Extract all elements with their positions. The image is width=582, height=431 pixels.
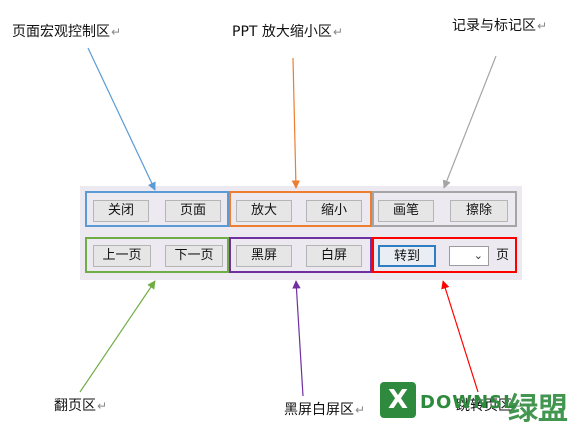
label-zoom: PPT 放大缩小区↵ (232, 24, 343, 40)
label-page-control: 页面宏观控制区↵ (12, 24, 121, 40)
label-annotate: 记录与标记区↵ (452, 18, 547, 34)
return-mark: ↵ (97, 399, 108, 413)
zone-screen (229, 237, 372, 273)
erase-button[interactable]: 擦除 (450, 200, 508, 222)
goto-page-select[interactable]: ⌄ (449, 246, 489, 266)
zone-goto (372, 237, 517, 273)
watermark-cn: 绿盟 (508, 392, 568, 427)
return-mark: ↵ (513, 399, 524, 413)
zone-page-control (85, 191, 229, 227)
black-screen-button[interactable]: 黑屏 (236, 245, 292, 267)
return-mark: ↵ (332, 25, 343, 39)
arrow-screen (292, 280, 304, 397)
pen-button[interactable]: 画笔 (378, 200, 434, 222)
arrow-annotate (442, 55, 497, 189)
label-screen: 黑屏白屏区↵ (284, 402, 365, 418)
label-annotate-text: 记录与标记区 (452, 18, 536, 34)
label-screen-text: 黑屏白屏区 (284, 402, 354, 418)
return-mark: ↵ (355, 403, 366, 417)
arrow-turn (79, 280, 156, 393)
goto-page-unit: 页 (496, 248, 510, 263)
return-mark: ↵ (111, 25, 122, 39)
return-mark: ↵ (537, 19, 548, 33)
label-turn-text: 翻页区 (54, 398, 96, 414)
label-page-control-text: 页面宏观控制区 (12, 24, 110, 40)
prev-page-button[interactable]: 上一页 (93, 245, 151, 267)
next-page-button[interactable]: 下一页 (165, 245, 223, 267)
arrow-goto (441, 280, 479, 393)
label-goto: 跳转页区↵ (456, 398, 523, 414)
arrow-page-control (87, 47, 156, 191)
chevron-down-icon: ⌄ (473, 249, 483, 262)
zoom-out-button[interactable]: 缩小 (306, 200, 362, 222)
arrow-zoom (291, 57, 301, 189)
goto-button[interactable]: 转到 (378, 245, 436, 267)
control-panel: 关闭 页面 放大 缩小 画笔 擦除 上一页 下一页 黑屏 白屏 转到 ⌄ 页 (80, 186, 522, 280)
white-screen-button[interactable]: 白屏 (306, 245, 362, 267)
page-button[interactable]: 页面 (165, 200, 221, 222)
label-zoom-text: PPT 放大缩小区 (232, 24, 332, 40)
zone-turn (85, 237, 229, 273)
zoom-in-button[interactable]: 放大 (236, 200, 292, 222)
zone-annotate (372, 191, 517, 227)
zone-zoom (229, 191, 372, 227)
watermark-brand: DOWNSL (420, 392, 516, 413)
watermark-logo: X (380, 382, 416, 418)
label-turn: 翻页区↵ (54, 398, 107, 414)
label-goto-text: 跳转页区 (456, 398, 512, 414)
close-button[interactable]: 关闭 (93, 200, 149, 222)
